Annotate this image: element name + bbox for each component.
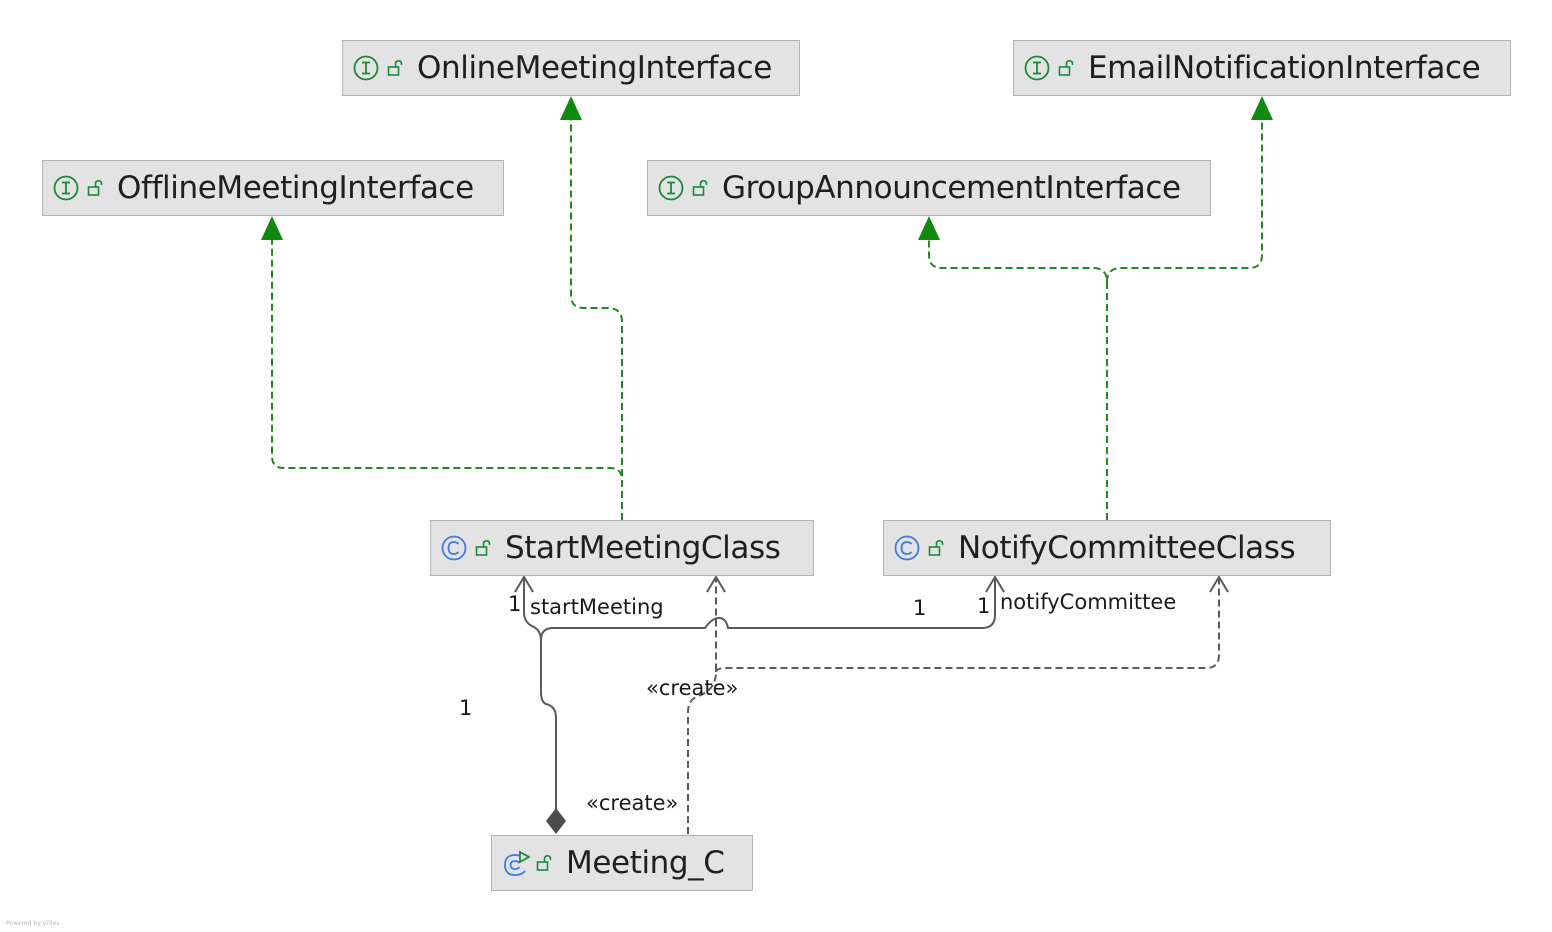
create-stereotype-lower: «create» <box>586 791 679 815</box>
start-multiplicity-label: 1 <box>508 592 522 616</box>
unlocked-icon <box>692 179 708 197</box>
node-group-announcement-interface[interactable]: GroupAnnouncementInterface <box>647 160 1211 216</box>
open-arrow-create-start <box>706 575 726 593</box>
interface-icon <box>53 175 79 201</box>
interface-icon <box>1024 55 1050 81</box>
start-role-label: startMeeting <box>530 595 664 619</box>
node-name: OnlineMeetingInterface <box>417 50 772 86</box>
class-icon <box>441 535 467 561</box>
interface-icon <box>658 175 684 201</box>
node-name: Meeting_C <box>566 845 725 881</box>
node-name: StartMeetingClass <box>505 530 781 566</box>
unlocked-icon <box>387 59 403 77</box>
edge-meeting-composition-notify <box>540 578 996 641</box>
edge-notify-implements-group <box>928 240 1108 520</box>
edge-start-implements-online <box>570 120 623 520</box>
notify-source-multiplicity-label: 1 <box>913 596 927 620</box>
node-start-meeting-class[interactable]: StartMeetingClass <box>430 520 814 576</box>
node-online-meeting-interface[interactable]: OnlineMeetingInterface <box>342 40 800 96</box>
open-arrow-notify <box>985 575 1005 593</box>
arrowhead-group <box>918 216 940 240</box>
node-name: OfflineMeetingInterface <box>117 170 474 206</box>
unlocked-icon <box>475 539 491 557</box>
open-arrow-start <box>514 575 534 593</box>
main-class-icon <box>502 850 530 876</box>
open-arrow-create-notify <box>1209 575 1229 593</box>
node-name: EmailNotificationInterface <box>1088 50 1481 86</box>
unlocked-icon <box>536 854 552 872</box>
edge-meeting-create-start <box>687 578 717 834</box>
meeting-multiplicity-label: 1 <box>459 696 473 720</box>
node-email-notification-interface[interactable]: EmailNotificationInterface <box>1013 40 1511 96</box>
unlocked-icon <box>928 539 944 557</box>
node-name: NotifyCommitteeClass <box>958 530 1296 566</box>
unlocked-icon <box>1058 59 1074 77</box>
class-icon <box>894 535 920 561</box>
edge-notify-implements-email <box>1106 120 1263 283</box>
notify-role-label: notifyCommittee <box>1000 590 1177 614</box>
interface-icon <box>353 55 379 81</box>
edge-meeting-create-notify <box>715 578 1220 673</box>
footer-credit: Powered by yFiles <box>6 920 60 927</box>
notify-multiplicity-label: 1 <box>977 594 991 618</box>
node-meeting-c[interactable]: Meeting_C <box>491 835 753 891</box>
unlocked-icon <box>87 179 103 197</box>
edge-start-implements-offline <box>271 240 623 520</box>
composition-diamond <box>546 808 566 834</box>
arrowhead-offline <box>261 216 283 240</box>
arrowhead-online <box>560 96 582 120</box>
node-offline-meeting-interface[interactable]: OfflineMeetingInterface <box>42 160 504 216</box>
node-notify-committee-class[interactable]: NotifyCommitteeClass <box>883 520 1331 576</box>
edge-meeting-composition-start <box>523 578 557 812</box>
node-name: GroupAnnouncementInterface <box>722 170 1181 206</box>
arrowhead-email <box>1251 96 1273 120</box>
create-stereotype-upper: «create» <box>646 676 739 700</box>
